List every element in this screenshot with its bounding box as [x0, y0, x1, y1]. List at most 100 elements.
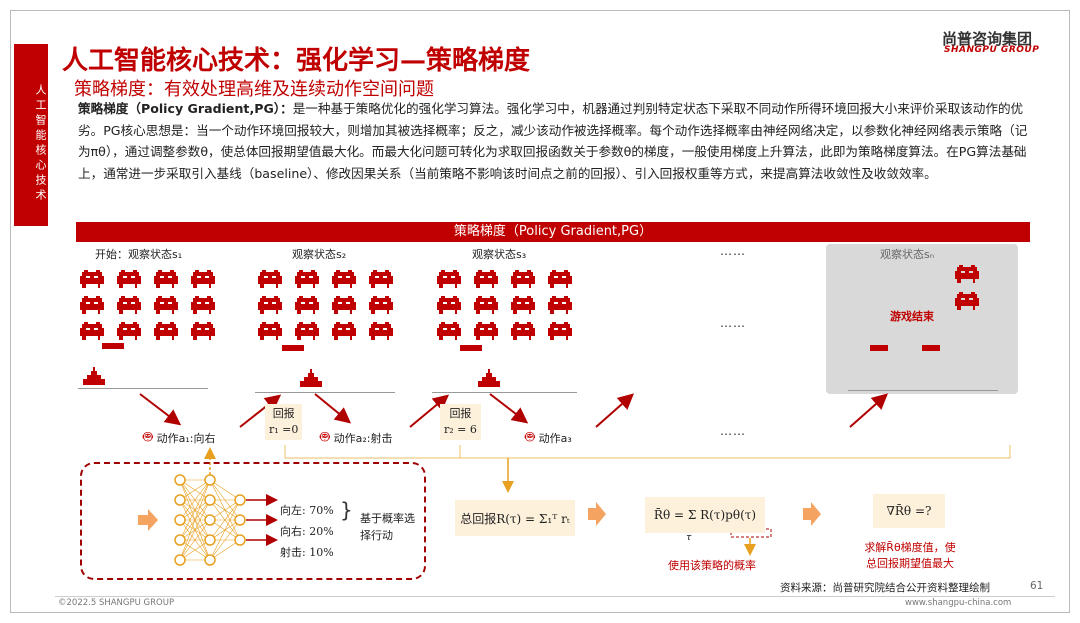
prob-left: 向左: 70%	[280, 504, 334, 517]
invader-icon	[258, 296, 282, 318]
nn-node	[204, 474, 216, 486]
footer-url: www.shangpu-china.com	[905, 598, 1012, 608]
reward-value: r₁ =0	[269, 423, 299, 436]
footer-divider	[55, 596, 1055, 597]
invader-icon	[474, 270, 498, 292]
slide-frame	[10, 10, 1070, 613]
copyright: ©2022.5 SHANGPU GROUP	[58, 598, 175, 608]
stage-label-2: 观察状态s₂	[292, 248, 347, 261]
nn-node	[204, 534, 216, 546]
brace: }	[340, 498, 353, 522]
neural-network-icon	[174, 474, 278, 566]
page-number: 61	[1030, 580, 1044, 592]
nn-node	[174, 474, 186, 486]
nn-node	[174, 494, 186, 506]
invader-icon	[511, 322, 535, 344]
reward-value: r₂ = 6	[444, 423, 477, 436]
invader-icon	[332, 270, 356, 292]
sum-subscript: τ	[686, 533, 692, 543]
reward-label: 回报	[272, 407, 295, 420]
prob-shoot: 射击: 10%	[280, 546, 334, 559]
invader-icon	[295, 322, 319, 344]
invader-icon	[154, 270, 178, 292]
stage-label-3: 观察状态s₃	[472, 248, 527, 261]
shield-bar	[460, 345, 482, 351]
shield-bar	[870, 345, 888, 351]
invader-icon	[191, 322, 215, 344]
invader-icon	[548, 322, 572, 344]
invader-icon	[258, 270, 282, 292]
action-3: 🤖︎动作a₃	[525, 427, 572, 449]
invader-icon	[117, 322, 141, 344]
ground-line	[78, 388, 208, 389]
invader-icon	[191, 270, 215, 292]
invader-icon	[332, 322, 356, 344]
logo-cn: 尚普咨询集团	[942, 30, 1033, 48]
invader-icon	[117, 296, 141, 318]
invader-icon	[369, 322, 393, 344]
side-tab: 人工智能核心技术	[14, 44, 48, 226]
player-ship-icon	[300, 369, 322, 391]
body: 是一种基于策略优化的强化学习算法。强化学习中，机器通过判别特定状态下采取不同动作…	[78, 101, 1028, 181]
action-label: 动作a₂:射击	[333, 432, 393, 445]
invader-icon	[295, 296, 319, 318]
ground-line	[255, 392, 395, 393]
robot-icon: 🤖︎	[143, 427, 153, 446]
nn-node	[204, 494, 216, 506]
nn-node	[174, 514, 186, 526]
goal-note: 求解R̄θ梯度值，使总回报期望值最大	[864, 541, 956, 570]
decision-label: 基于概率选择行动	[360, 512, 415, 542]
invader-icon	[437, 322, 461, 344]
page-title: 人工智能核心技术：强化学习—策略梯度	[62, 46, 531, 76]
source-note: 资料来源：尚普研究院结合公开资料整理绘制	[780, 582, 990, 594]
action-2: 🤖︎动作a₂:射击	[320, 427, 392, 449]
shield-bar	[282, 345, 304, 351]
nn-node	[174, 554, 186, 566]
nn-node	[204, 514, 216, 526]
robot-icon: 🤖︎	[525, 427, 535, 446]
prob-note: 使用该策略的概率	[668, 559, 756, 572]
stage-label-n: 观察状态sₙ	[880, 248, 935, 261]
gradient-formula: ∇R̄θ =?	[873, 494, 945, 528]
prob-right: 向右: 20%	[280, 525, 334, 538]
robot-icon: 🤖︎	[320, 427, 330, 446]
invader-icon	[258, 322, 282, 344]
ellipsis: ……	[720, 316, 746, 330]
nn-node	[204, 554, 216, 566]
invader-icon	[154, 322, 178, 344]
invader-icon	[955, 265, 979, 287]
action-probabilities: 向左: 70% 向右: 20% 射击: 10%	[280, 500, 334, 563]
invader-icon	[474, 296, 498, 318]
action-label: 动作a₁:向右	[156, 432, 216, 445]
policy-network-box	[80, 462, 426, 580]
invader-icon	[369, 296, 393, 318]
invader-icon	[474, 322, 498, 344]
invader-icon	[548, 296, 572, 318]
invader-icon	[117, 270, 141, 292]
nn-node	[174, 534, 186, 546]
player-ship-icon	[478, 369, 500, 391]
ground-line	[848, 390, 998, 391]
invader-icon	[437, 296, 461, 318]
invader-icon	[191, 296, 215, 318]
invader-icon	[955, 292, 979, 314]
invader-icon	[80, 270, 104, 292]
invader-icon	[437, 270, 461, 292]
invader-icon	[154, 296, 178, 318]
ground-line	[432, 392, 577, 393]
nn-node	[234, 534, 246, 546]
nn-node	[234, 494, 246, 506]
game-over-label: 游戏结束	[890, 310, 934, 323]
invader-icon	[511, 270, 535, 292]
game-over-panel	[826, 244, 1018, 394]
reward-2: 回报 r₂ = 6	[440, 404, 481, 440]
reward-label: 回报	[449, 407, 472, 420]
stage-label-1: 开始：观察状态s₁	[95, 248, 183, 261]
expected-reward-formula: R̄θ = Σ R(τ)pθ(τ)	[645, 497, 765, 533]
total-reward-formula: 总回报R(τ) = Σ₁ᵀ rₜ	[455, 500, 575, 536]
action-label: 动作a₃	[538, 432, 572, 445]
invader-icon	[369, 270, 393, 292]
shield-bar	[102, 343, 124, 349]
nn-node	[234, 514, 246, 526]
